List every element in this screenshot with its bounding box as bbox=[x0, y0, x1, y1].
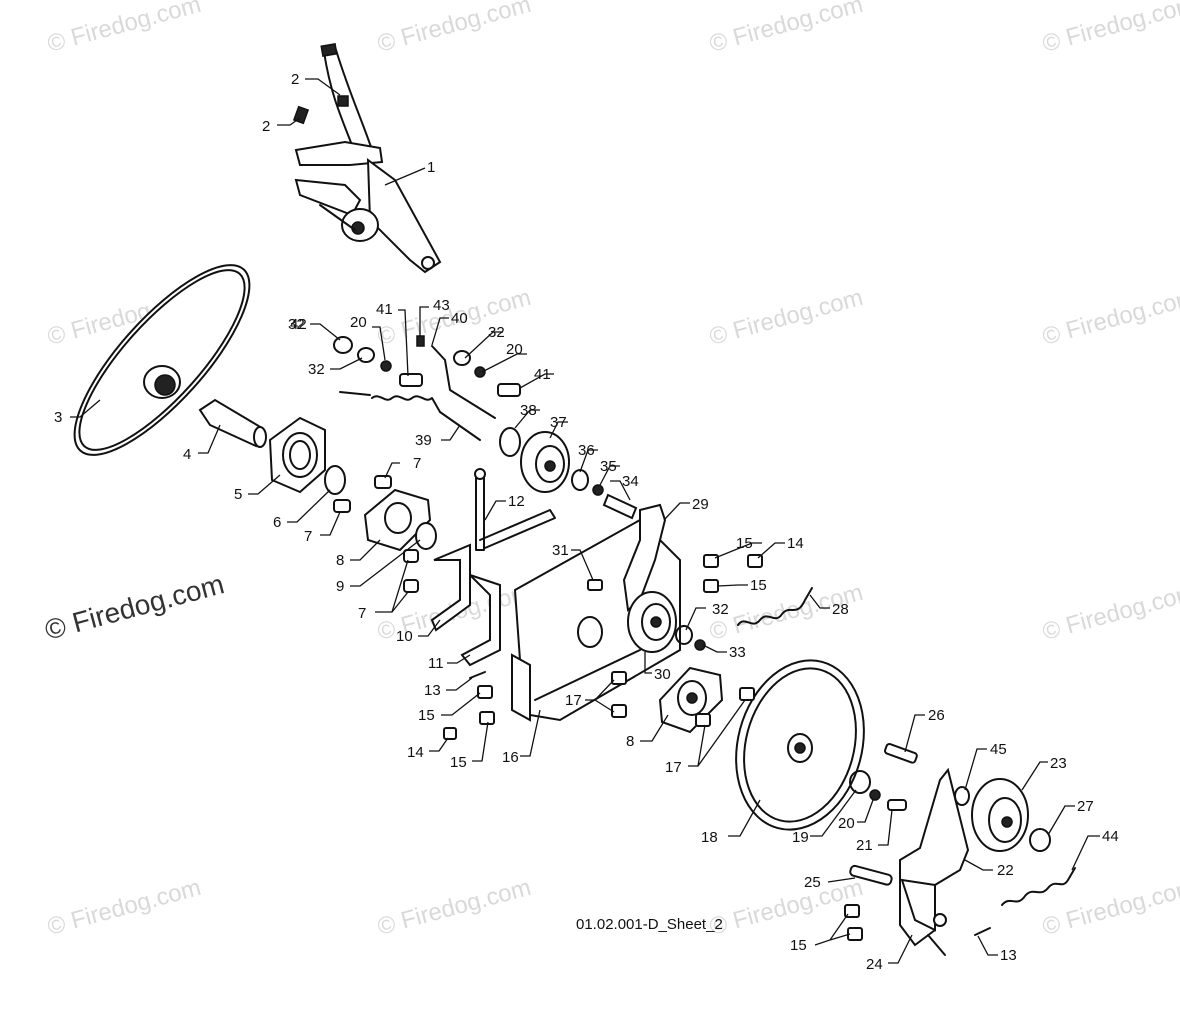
callout-45: 45 bbox=[990, 741, 1007, 758]
callout-1: 1 bbox=[427, 159, 435, 176]
part-large-pulley bbox=[735, 659, 865, 831]
callout-44: 44 bbox=[1102, 828, 1119, 845]
part-flange-bearing-upper bbox=[333, 475, 437, 593]
callout-39: 39 bbox=[415, 432, 432, 449]
part-tensioner-assembly bbox=[844, 743, 1076, 956]
callout-20: 20 bbox=[506, 341, 523, 358]
watermark: © Firedog.com bbox=[375, 0, 534, 58]
callout-29: 29 bbox=[692, 496, 709, 513]
callout-35: 35 bbox=[600, 458, 617, 475]
callout-9: 9 bbox=[336, 578, 344, 595]
part-shaft bbox=[198, 398, 267, 448]
callout-18: 18 bbox=[701, 829, 718, 846]
callout-15: 15 bbox=[736, 535, 753, 552]
callout-31: 31 bbox=[552, 542, 569, 559]
callout-7: 7 bbox=[413, 455, 421, 472]
callout-33: 33 bbox=[729, 644, 746, 661]
callout-41: 41 bbox=[534, 366, 551, 383]
watermark: © Firedog.com bbox=[707, 284, 866, 351]
callout-25: 25 bbox=[804, 874, 821, 891]
watermark: © Firedog.com bbox=[1040, 0, 1180, 58]
callout-labels: 1 2 2 3 4 5 6 7 7 7 8 8 9 10 11 12 13 13… bbox=[54, 71, 1119, 973]
sheet-label: 01.02.001-D_Sheet_2 bbox=[576, 916, 723, 933]
part-upper-pulley-stack bbox=[499, 427, 638, 520]
part-flange-bearing-lower bbox=[658, 666, 724, 734]
callout-7: 7 bbox=[304, 528, 312, 545]
callout-32: 32 bbox=[288, 316, 305, 333]
part-upper-springs bbox=[333, 335, 521, 441]
callout-8: 8 bbox=[626, 733, 634, 750]
callout-40: 40 bbox=[451, 310, 468, 327]
callout-38: 38 bbox=[520, 402, 537, 419]
part-spring-right bbox=[737, 587, 813, 626]
callout-6: 6 bbox=[273, 514, 281, 531]
watermark: © Firedog.com bbox=[375, 874, 534, 941]
callout-21: 21 bbox=[856, 837, 873, 854]
callout-5: 5 bbox=[234, 486, 242, 503]
callout-8: 8 bbox=[336, 552, 344, 569]
callout-36: 36 bbox=[578, 442, 595, 459]
callout-3: 3 bbox=[54, 409, 62, 426]
watermark: © Firedog.com bbox=[45, 874, 204, 941]
callout-17: 17 bbox=[665, 759, 682, 776]
callout-15: 15 bbox=[450, 754, 467, 771]
part-bearing-housing bbox=[268, 416, 326, 494]
watermark: © Firedog.com bbox=[1040, 579, 1180, 646]
callout-19: 19 bbox=[792, 829, 809, 846]
callout-20: 20 bbox=[838, 815, 855, 832]
part-snap-ring bbox=[324, 465, 346, 495]
callout-11: 11 bbox=[428, 655, 444, 672]
callout-13: 13 bbox=[424, 682, 441, 699]
callout-15: 15 bbox=[750, 577, 767, 594]
watermark: © Firedog.com bbox=[707, 0, 866, 58]
part-control-lever bbox=[292, 42, 442, 274]
callout-12: 12 bbox=[508, 493, 525, 510]
callout-4: 4 bbox=[183, 446, 191, 463]
callout-41: 41 bbox=[376, 301, 393, 318]
callout-34: 34 bbox=[622, 473, 639, 490]
callout-20: 20 bbox=[350, 314, 367, 331]
watermark: © Firedog.com bbox=[45, 0, 204, 58]
callout-10: 10 bbox=[396, 628, 413, 645]
callout-16: 16 bbox=[502, 749, 519, 766]
callout-28: 28 bbox=[832, 601, 849, 618]
watermark: © Firedog.com bbox=[42, 568, 228, 646]
callout-27: 27 bbox=[1077, 798, 1094, 815]
callout-42: 42 bbox=[290, 316, 307, 333]
callout-14: 14 bbox=[787, 535, 804, 552]
callout-14: 14 bbox=[407, 744, 424, 761]
callout-15: 15 bbox=[418, 707, 435, 724]
callout-17: 17 bbox=[565, 692, 582, 709]
callout-30: 30 bbox=[654, 666, 671, 683]
callout-13: 13 bbox=[1000, 947, 1017, 964]
watermark: © Firedog.com bbox=[707, 874, 866, 941]
part-idler-pulley-mid bbox=[627, 591, 677, 653]
callout-22: 22 bbox=[997, 862, 1014, 879]
part-misc-hardware bbox=[443, 554, 763, 740]
callout-7: 7 bbox=[358, 605, 366, 622]
callout-37: 37 bbox=[550, 414, 567, 431]
part-friction-disc bbox=[73, 264, 251, 456]
callout-23: 23 bbox=[1050, 755, 1067, 772]
leader-lines bbox=[70, 78, 1100, 964]
callout-24: 24 bbox=[866, 956, 883, 973]
callout-2: 2 bbox=[291, 71, 299, 88]
watermark: © Firedog.com bbox=[1040, 284, 1180, 351]
callout-32: 32 bbox=[308, 361, 325, 378]
callout-15: 15 bbox=[790, 937, 807, 954]
callout-43: 43 bbox=[433, 297, 450, 314]
callout-26: 26 bbox=[928, 707, 945, 724]
callout-32: 32 bbox=[488, 324, 505, 341]
part-rod-and-brackets bbox=[430, 468, 556, 667]
callout-32: 32 bbox=[712, 601, 729, 618]
callout-2: 2 bbox=[262, 118, 270, 135]
